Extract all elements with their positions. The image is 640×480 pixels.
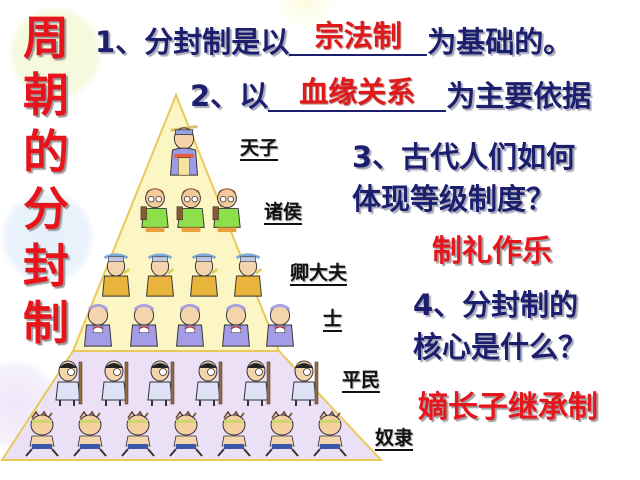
question-line: 3、古代人们如何 bbox=[352, 140, 576, 174]
question-prefix: 分封制是以 bbox=[144, 25, 290, 59]
question-suffix: 为主要依据 bbox=[446, 79, 592, 113]
rank-label-pingmin: 平民 bbox=[342, 369, 381, 393]
question-prefix: 以 bbox=[239, 79, 269, 113]
answer-3: 制礼作乐 bbox=[432, 234, 552, 269]
title-char: 封 bbox=[23, 239, 69, 293]
question-2: 2、以血缘关系为主要依据 bbox=[190, 75, 592, 116]
rank-label-shi: 士 bbox=[323, 308, 343, 332]
question-number: 2、 bbox=[190, 79, 240, 113]
title-char: 朝 bbox=[23, 68, 69, 122]
fill-blank: 宗法制 bbox=[289, 18, 428, 56]
title-char: 制 bbox=[23, 296, 69, 350]
vertical-title: 周 朝 的 分 封 制 bbox=[18, 10, 74, 352]
question-line: 4、分封制的 bbox=[413, 288, 579, 322]
answer-4: 嫡长子继承制 bbox=[418, 390, 598, 425]
rank-label-nuli: 奴隶 bbox=[375, 427, 414, 451]
rank-label-zhuhou: 诸侯 bbox=[264, 201, 303, 225]
question-1: 1、分封制是以宗法制为基础的。 bbox=[95, 19, 573, 62]
blank-answer: 血缘关系 bbox=[299, 75, 416, 109]
question-number: 1、 bbox=[95, 25, 145, 59]
rank-label-tianzi: 天子 bbox=[240, 137, 279, 161]
blank-answer: 宗法制 bbox=[314, 19, 402, 53]
title-char: 的 bbox=[23, 125, 69, 179]
decorative-circle bbox=[0, 190, 95, 285]
question-4: 4、分封制的 核心是什么？ bbox=[413, 284, 587, 368]
title-char: 分 bbox=[23, 182, 69, 236]
fill-blank: 血缘关系 bbox=[268, 74, 447, 112]
question-suffix: 为基础的。 bbox=[427, 25, 573, 59]
question-3: 3、古代人们如何 体现等级制度？ bbox=[352, 136, 575, 220]
decorative-circle bbox=[8, 6, 103, 101]
question-line: 核心是什么？ bbox=[413, 330, 588, 364]
title-char: 周 bbox=[23, 11, 69, 65]
question-line: 体现等级制度？ bbox=[352, 182, 556, 216]
rank-label-qingdafu: 卿大夫 bbox=[290, 262, 348, 286]
